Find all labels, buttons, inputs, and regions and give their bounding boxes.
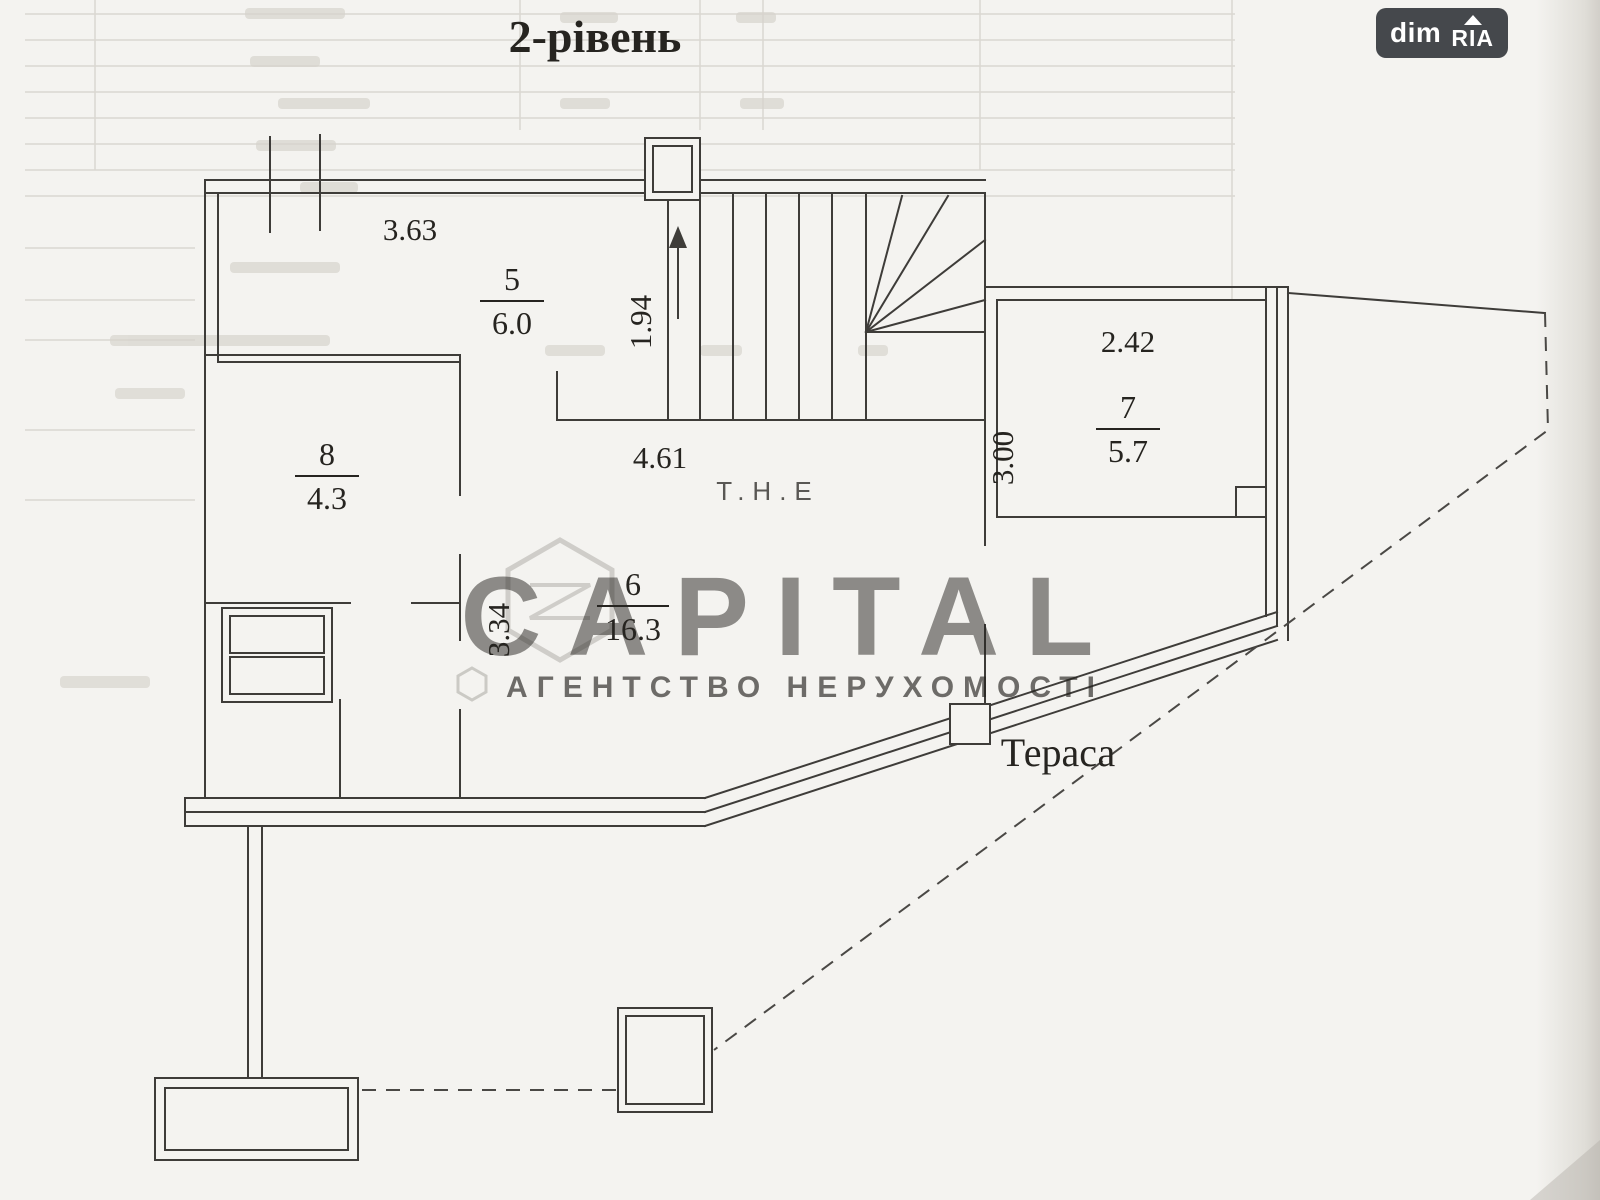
stair-up-arrow-icon xyxy=(669,226,687,248)
dim-logo-text: dim xyxy=(1390,17,1442,48)
dim-ria-badge: dim RIA xyxy=(1376,8,1508,58)
watermark-small-hexagon-icon xyxy=(456,666,488,702)
ria-roof-icon xyxy=(1463,14,1482,25)
watermark-the: T.H.E xyxy=(716,476,820,506)
ria-logo-text: RIA xyxy=(1451,24,1494,51)
room-8-number: 8 xyxy=(319,436,335,472)
dimension-room5-width: 3.63 xyxy=(383,212,437,247)
room-5-number: 5 xyxy=(504,261,520,297)
walls xyxy=(154,134,1547,1161)
watermark-hexagon-glyph xyxy=(529,583,591,620)
wall-posts xyxy=(949,486,1267,745)
watermark-hexagon-icon xyxy=(505,537,615,663)
dimension-stair-width: 1.94 xyxy=(623,294,658,349)
room-6-number: 6 xyxy=(625,566,641,602)
scan-shadow xyxy=(1530,1140,1600,1200)
dimension-room6-width: 4.61 xyxy=(633,440,687,475)
background-table-lines xyxy=(25,0,1235,501)
room7-column xyxy=(1235,486,1267,518)
room-7-area: 5.7 xyxy=(1108,433,1148,469)
agency-watermark: T.H.E CAPITAL АГЕНТСТВО НЕРУХОМОСТІ xyxy=(456,476,1120,704)
background-bleed-text xyxy=(60,8,888,688)
railing-post xyxy=(949,703,991,745)
watermark-subtitle: АГЕНТСТВО НЕРУХОМОСТІ xyxy=(506,671,1104,704)
ria-logo: RIA xyxy=(1451,14,1494,52)
plan-labels: 2-рівень 3.63 1.94 4.61 3.34 3.00 2.42 5… xyxy=(295,11,1160,775)
watermark-name: CAPITAL xyxy=(461,554,1120,679)
room-5-area: 6.0 xyxy=(492,305,532,341)
dashed-terrace-boundary xyxy=(362,312,1550,1091)
stair-shaft xyxy=(644,137,701,201)
dimension-room6-height: 3.34 xyxy=(481,602,516,657)
terrace-label: Тераса xyxy=(1001,730,1116,775)
room-6-area: 16.3 xyxy=(605,611,661,647)
stairs xyxy=(644,137,987,421)
room-8-area: 4.3 xyxy=(307,480,347,516)
dimension-terrace-side: 3.00 xyxy=(985,431,1020,485)
room-7-number: 7 xyxy=(1120,389,1136,425)
page-title: 2-рівень xyxy=(509,11,682,62)
dimension-room7-width: 2.42 xyxy=(1101,324,1155,359)
